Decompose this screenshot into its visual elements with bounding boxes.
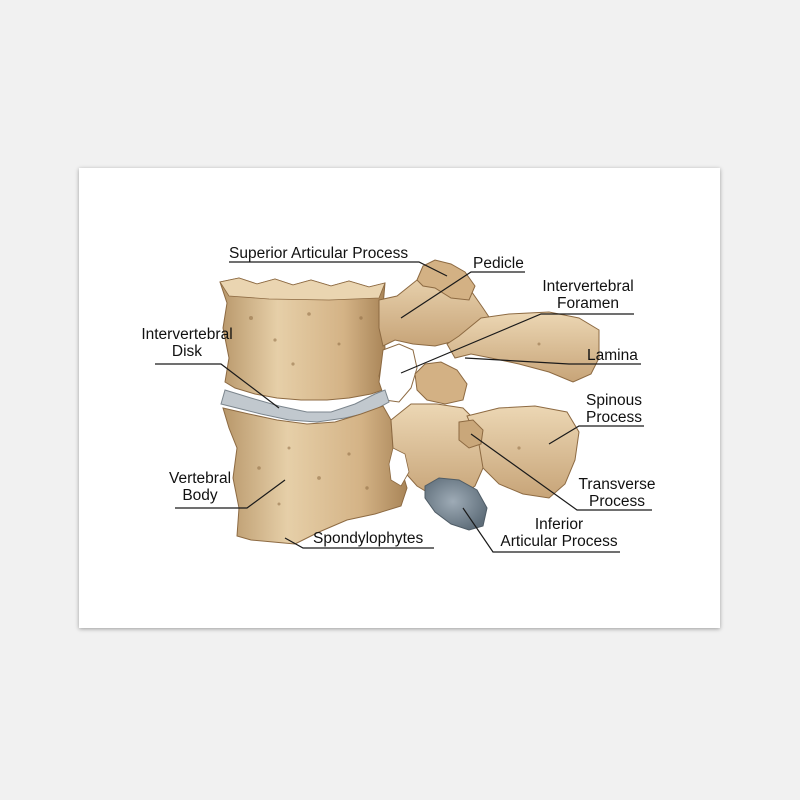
label-transverse-process: Transverse Process <box>575 476 659 510</box>
lower-vertebral-body <box>222 405 408 545</box>
lower-spinous-process <box>466 405 580 499</box>
label-inferior-articular-process: Inferior Articular Process <box>493 516 625 550</box>
label-spondylophytes: Spondylophytes <box>313 530 424 547</box>
label-intervertebral-foramen-line1: Intervertebral <box>542 278 634 295</box>
lower-superior-articular <box>414 361 468 405</box>
label-spinous-process-line1: Spinous <box>585 392 642 409</box>
label-inferior-articular-process-line2: Articular Process <box>500 533 618 550</box>
label-intervertebral-disk: Intervertebral Disk <box>137 326 237 360</box>
label-vertebral-body-line1: Vertebral <box>168 470 232 487</box>
label-superior-articular-process: Superior Articular Process <box>229 245 409 262</box>
diagram-card: Superior Articular Process Pedicle Inter… <box>79 168 720 628</box>
label-spinous-process-line2: Process <box>586 409 642 426</box>
label-transverse-process-line2: Process <box>589 493 645 510</box>
label-vertebral-body-line2: Body <box>182 487 218 504</box>
label-pedicle: Pedicle <box>473 255 524 272</box>
intervertebral-disk-shape <box>220 389 390 423</box>
label-lamina: Lamina <box>587 347 638 364</box>
label-intervertebral-foramen: Intervertebral Foramen <box>539 278 637 312</box>
label-spinous-process: Spinous Process <box>579 392 649 426</box>
label-intervertebral-disk-line2: Disk <box>171 343 203 360</box>
inferior-articular-facet <box>424 477 488 531</box>
label-intervertebral-foramen-line2: Foramen <box>556 295 620 312</box>
label-vertebral-body: Vertebral Body <box>159 470 241 504</box>
label-inferior-articular-process-line1: Inferior <box>534 516 584 533</box>
label-intervertebral-disk-line1: Intervertebral <box>141 326 233 343</box>
label-transverse-process-line1: Transverse <box>578 476 656 493</box>
